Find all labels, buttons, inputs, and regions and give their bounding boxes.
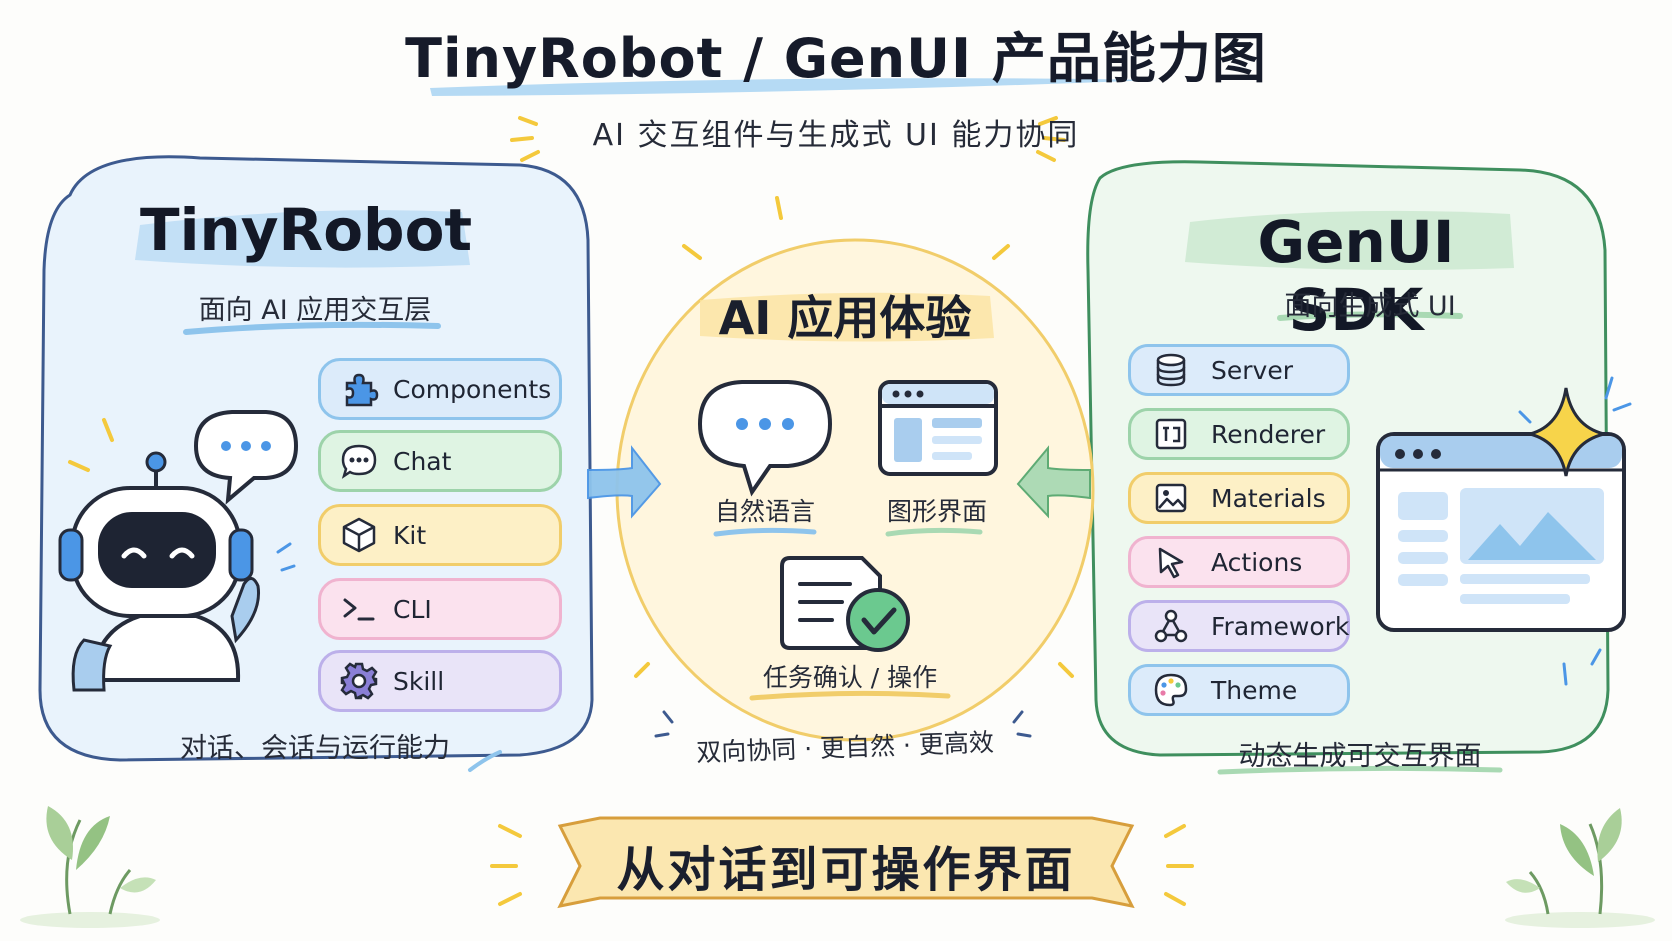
- renderer-icon: [1153, 416, 1189, 452]
- robot-mascot: [58, 451, 261, 692]
- center-title: AI 应用体验: [718, 291, 972, 345]
- capability-theme[interactable]: Theme: [1128, 664, 1350, 716]
- left-arrow: [587, 445, 662, 519]
- right-panel-footer: 动态生成可交互界面: [1238, 741, 1482, 772]
- center-label-natural-language: 自然语言: [714, 497, 815, 526]
- capability-framework[interactable]: Framework: [1128, 600, 1350, 652]
- subtitle-sparkle-left: [510, 116, 540, 162]
- page-title: TinyRobot / GenUI 产品能力图: [405, 27, 1267, 90]
- capability-kit[interactable]: Kit: [318, 504, 562, 566]
- capability-skill-label: Skill: [393, 666, 445, 696]
- palette-icon: [1153, 672, 1189, 708]
- left-panel-title: TinyRobot: [140, 196, 473, 264]
- right-title-brush: [1185, 210, 1514, 270]
- foot-sparkles: [654, 710, 1032, 738]
- center-label-gui: 图形界面: [886, 497, 987, 526]
- center-label-task: 任务确认 / 操作: [762, 663, 938, 692]
- task-check-icon: [780, 556, 910, 652]
- capability-components-label: Components: [393, 374, 552, 404]
- chat-bubble-icon: [339, 441, 379, 481]
- capability-chat[interactable]: Chat: [318, 430, 562, 492]
- gear-icon: [339, 661, 379, 701]
- leaf-decoration-left: [20, 806, 160, 928]
- cube-icon: [339, 515, 379, 555]
- task-underline: [749, 690, 951, 701]
- capability-materials[interactable]: Materials: [1128, 472, 1350, 524]
- capability-actions[interactable]: Actions: [1128, 536, 1350, 588]
- capability-framework-label: Framework: [1211, 611, 1350, 641]
- subtitle-sparkle-right: [1036, 116, 1066, 162]
- center-sparkles: [634, 196, 1074, 678]
- left-title-brush: [135, 210, 470, 268]
- capability-renderer-label: Renderer: [1211, 419, 1326, 449]
- capability-skill[interactable]: Skill: [318, 650, 562, 712]
- center-title-brush: [700, 292, 994, 342]
- terminal-icon: [339, 589, 379, 629]
- natural-language-underline: [713, 527, 817, 537]
- robot-speech-bubble: [193, 410, 299, 505]
- page-subtitle: AI 交互组件与生成式 UI 能力协同: [592, 118, 1080, 153]
- capability-kit-label: Kit: [393, 520, 427, 550]
- title-underline: [430, 78, 1158, 96]
- capability-materials-label: Materials: [1211, 483, 1326, 513]
- cursor-icon: [1153, 544, 1189, 580]
- capability-theme-label: Theme: [1211, 675, 1298, 705]
- robot-sparkles: [68, 418, 114, 472]
- capability-cli-label: CLI: [393, 594, 432, 624]
- bottom-banner: 从对话到可操作界面: [616, 842, 1076, 898]
- image-icon: [1153, 480, 1189, 516]
- right-foot-underline: [1217, 765, 1503, 775]
- database-icon: [1153, 352, 1189, 388]
- capability-chat-label: Chat: [393, 446, 452, 476]
- speech-bubble-icon: [697, 380, 833, 497]
- capability-components[interactable]: Components: [318, 358, 562, 420]
- capability-actions-label: Actions: [1211, 547, 1303, 577]
- network-icon: [1153, 608, 1189, 644]
- capability-server-label: Server: [1211, 355, 1293, 385]
- left-sub-underline: [183, 321, 441, 335]
- capability-cli[interactable]: CLI: [318, 578, 562, 640]
- right-arrow: [1016, 445, 1091, 519]
- leaf-decoration-right: [1505, 808, 1655, 928]
- left-panel-footer: 对话、会话与运行能力: [180, 733, 450, 764]
- puzzle-icon: [339, 369, 379, 409]
- left-foot-underline: [468, 750, 502, 772]
- banner-sparkles: [490, 824, 1194, 906]
- generated-ui-illustration: [1376, 387, 1626, 632]
- left-panel-subtitle: 面向 AI 应用交互层: [198, 295, 432, 326]
- gui-underline: [885, 527, 983, 537]
- right-panel-title: GenUI SDK: [1257, 208, 1455, 344]
- right-sub-underline: [1277, 311, 1463, 321]
- right-panel-subtitle: 面向生成式 UI: [1284, 291, 1456, 322]
- capability-server[interactable]: Server: [1128, 344, 1350, 396]
- banner-ribbon: [557, 816, 1135, 909]
- capability-renderer[interactable]: Renderer: [1128, 408, 1350, 460]
- window-icon: [878, 380, 998, 476]
